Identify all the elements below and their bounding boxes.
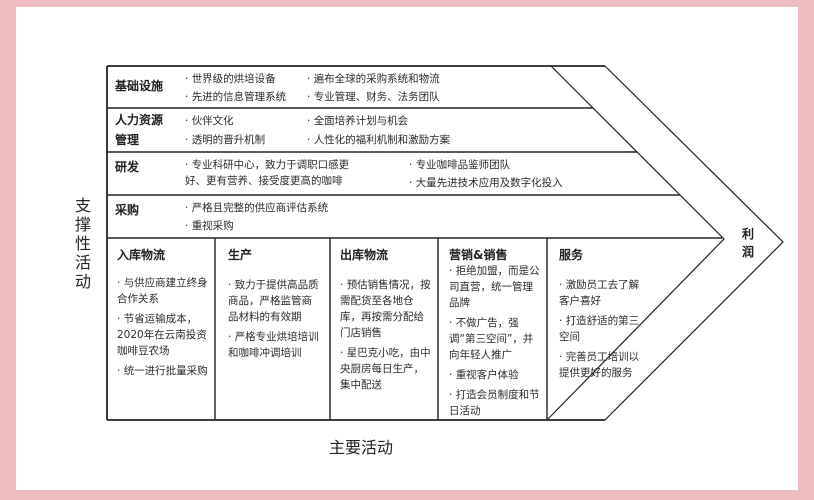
infra-item: 专业管理、财务、法务团队 (307, 89, 440, 105)
profit-label: 利 润 (741, 225, 755, 261)
row-label-rnd: 研发 (115, 160, 140, 174)
list-item: 节省运输成本，2020年在云南投资咖啡豆农场 (117, 311, 211, 359)
infra-item: 世界级的烘培设备 (185, 71, 276, 87)
list-item: 激励员工去了解客户喜好 (559, 277, 649, 309)
procurement-item: 重视采购 (185, 218, 234, 234)
rnd-item: · 专业科研中心，致力于调职口感更 好、更有营养、接受度更高的咖啡 (185, 157, 349, 189)
list-item: 星巴克小吃，由中央厨房每日生产，集中配送 (340, 345, 432, 393)
column-title: 服务 (559, 248, 584, 262)
list-item: 打造舒适的第三空间 (559, 313, 649, 345)
list-item: 严格专业烘培培训和咖啡冲调培训 (228, 329, 320, 361)
list-item: 不做广告，强调“第三空间”，并向年轻人推广 (449, 315, 543, 363)
list-item: 与供应商建立终身合作关系 (117, 275, 211, 307)
row-label-hr-management: 人力资源 管理 (115, 110, 163, 150)
list-item: 重视客户体验 (449, 367, 543, 383)
list-item: 拒绝加盟，而是公司直营，统一管理品牌 (449, 263, 543, 311)
hr-label-line: 管理 (115, 133, 140, 147)
row-label-infrastructure: 基础设施 (115, 79, 164, 93)
hr-item: 全面培养计划与机会 (307, 113, 409, 129)
column-title: 出库物流 (340, 248, 389, 262)
support-activities-label: 支撑性活动 (74, 196, 92, 291)
list-item: 完善员工培训以提供更好的服务 (559, 349, 649, 381)
list-item: 打造会员制度和节日活动 (449, 387, 543, 419)
primary-col-marketing-sales: 营销&销售 拒绝加盟，而是公司直营，统一管理品牌 不做广告，强调“第三空间”，并… (449, 247, 543, 423)
hr-item: 人性化的福利机制和激励方案 (307, 132, 451, 148)
hr-label-line: 人力资源 (115, 113, 164, 127)
column-title: 生产 (228, 248, 253, 262)
primary-col-inbound-logistics: 入库物流 与供应商建立终身合作关系 节省运输成本，2020年在云南投资咖啡豆农场… (117, 247, 211, 383)
profit-char: 利 (741, 227, 754, 241)
infra-item: 先进的信息管理系统 (185, 89, 287, 105)
infra-item: 遍布全球的采购系统和物流 (307, 71, 440, 87)
support-activities-text: 支撑性活动 (74, 196, 91, 291)
list-item: 预估销售情况，按需配货至各地仓库，再按需分配给门店销售 (340, 277, 432, 341)
hr-item: 伙伴文化 (185, 113, 234, 129)
column-title: 入库物流 (117, 248, 166, 262)
rnd-item-line: 好、更有营养、接受度更高的咖啡 (185, 175, 343, 187)
list-item: 统一进行批量采购 (117, 363, 211, 379)
primary-col-operations: 生产 致力于提供高品质商品，严格监管商品材料的有效期 严格专业烘培培训和咖啡冲调… (228, 247, 320, 365)
hr-item: 透明的晋升机制 (185, 132, 266, 148)
rnd-item-line: · 专业科研中心，致力于调职口感更 (185, 159, 350, 171)
profit-char: 润 (741, 245, 754, 259)
column-title: 营销&销售 (449, 248, 508, 262)
procurement-item: 严格且完整的供应商评估系统 (185, 200, 329, 216)
row-label-procurement: 采购 (115, 203, 140, 217)
primary-activities-label: 主要活动 (329, 438, 394, 457)
primary-col-service: 服务 激励员工去了解客户喜好 打造舒适的第三空间 完善员工培训以提供更好的服务 (559, 247, 649, 385)
rnd-item: 专业咖啡品鉴师团队 (409, 157, 511, 173)
rnd-item: 大量先进技术应用及数字化投入 (409, 175, 563, 191)
primary-col-outbound-logistics: 出库物流 预估销售情况，按需配货至各地仓库，再按需分配给门店销售 星巴克小吃，由… (340, 247, 432, 397)
list-item: 致力于提供高品质商品，严格监管商品材料的有效期 (228, 277, 320, 325)
